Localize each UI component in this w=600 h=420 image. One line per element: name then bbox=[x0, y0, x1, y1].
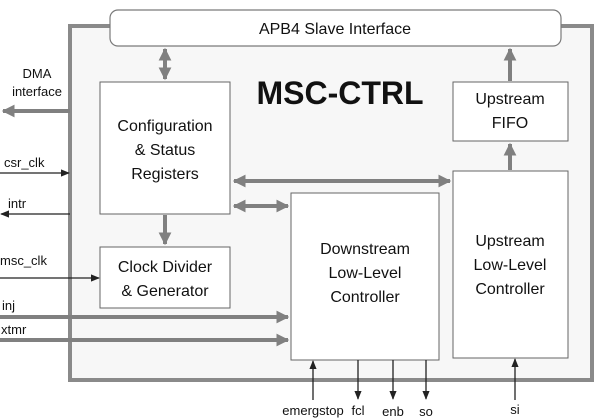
clock-label-1: Clock Divider bbox=[118, 259, 213, 276]
csr-label-1: Configuration bbox=[117, 118, 212, 135]
dma-label-1: DMA bbox=[23, 66, 52, 81]
fcl-label: fcl bbox=[352, 403, 365, 418]
downstream-label-2: Low-Level bbox=[329, 265, 402, 282]
si-label: si bbox=[510, 402, 520, 417]
upstream-fifo-block bbox=[452, 81, 569, 142]
emergstop-label: emergstop bbox=[282, 403, 343, 418]
downstream-label-3: Controller bbox=[330, 289, 400, 306]
clock-divider-block bbox=[99, 246, 231, 309]
upstream-ctrl-label-1: Upstream bbox=[475, 233, 544, 250]
csr-block bbox=[99, 81, 231, 215]
inj-label: inj bbox=[2, 298, 15, 313]
fifo-label-1: Upstream bbox=[475, 91, 544, 108]
diagram-title: MSC-CTRL bbox=[256, 75, 423, 111]
clock-label-2: & Generator bbox=[121, 283, 209, 300]
csr-label-2: & Status bbox=[135, 142, 195, 159]
fifo-label-2: FIFO bbox=[492, 115, 528, 132]
msc-clk-label: msc_clk bbox=[0, 253, 47, 268]
apb-slave-interface-label: APB4 Slave Interface bbox=[259, 21, 411, 38]
intr-label: intr bbox=[8, 196, 27, 211]
so-label: so bbox=[419, 404, 433, 419]
apb-slave-interface-box bbox=[109, 9, 562, 47]
upstream-ctrl-label-2: Low-Level bbox=[474, 257, 547, 274]
dma-label-2: interface bbox=[12, 84, 62, 99]
csr-label-3: Registers bbox=[131, 166, 199, 183]
enb-label: enb bbox=[382, 404, 404, 419]
csr-clk-label: csr_clk bbox=[4, 155, 45, 170]
upstream-ctrl-label-3: Controller bbox=[475, 281, 545, 298]
xtmr-label: xtmr bbox=[1, 322, 27, 337]
upstream-controller-block bbox=[452, 170, 569, 359]
downstream-controller-block bbox=[290, 192, 440, 361]
downstream-label-1: Downstream bbox=[320, 241, 410, 258]
